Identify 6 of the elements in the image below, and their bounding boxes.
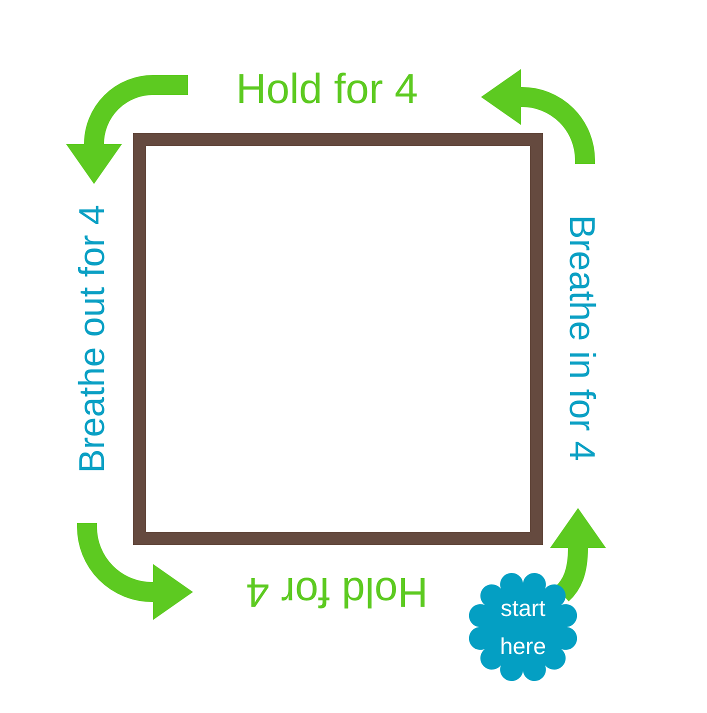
badge-label: start here bbox=[498, 594, 548, 661]
step-label: Hold for 4 bbox=[246, 568, 428, 616]
step-label: Breathe in for 4 bbox=[562, 214, 602, 462]
scalloped-badge bbox=[467, 571, 579, 683]
step-label: Breathe out for 4 bbox=[72, 204, 112, 474]
step-label: Hold for 4 bbox=[236, 66, 418, 112]
